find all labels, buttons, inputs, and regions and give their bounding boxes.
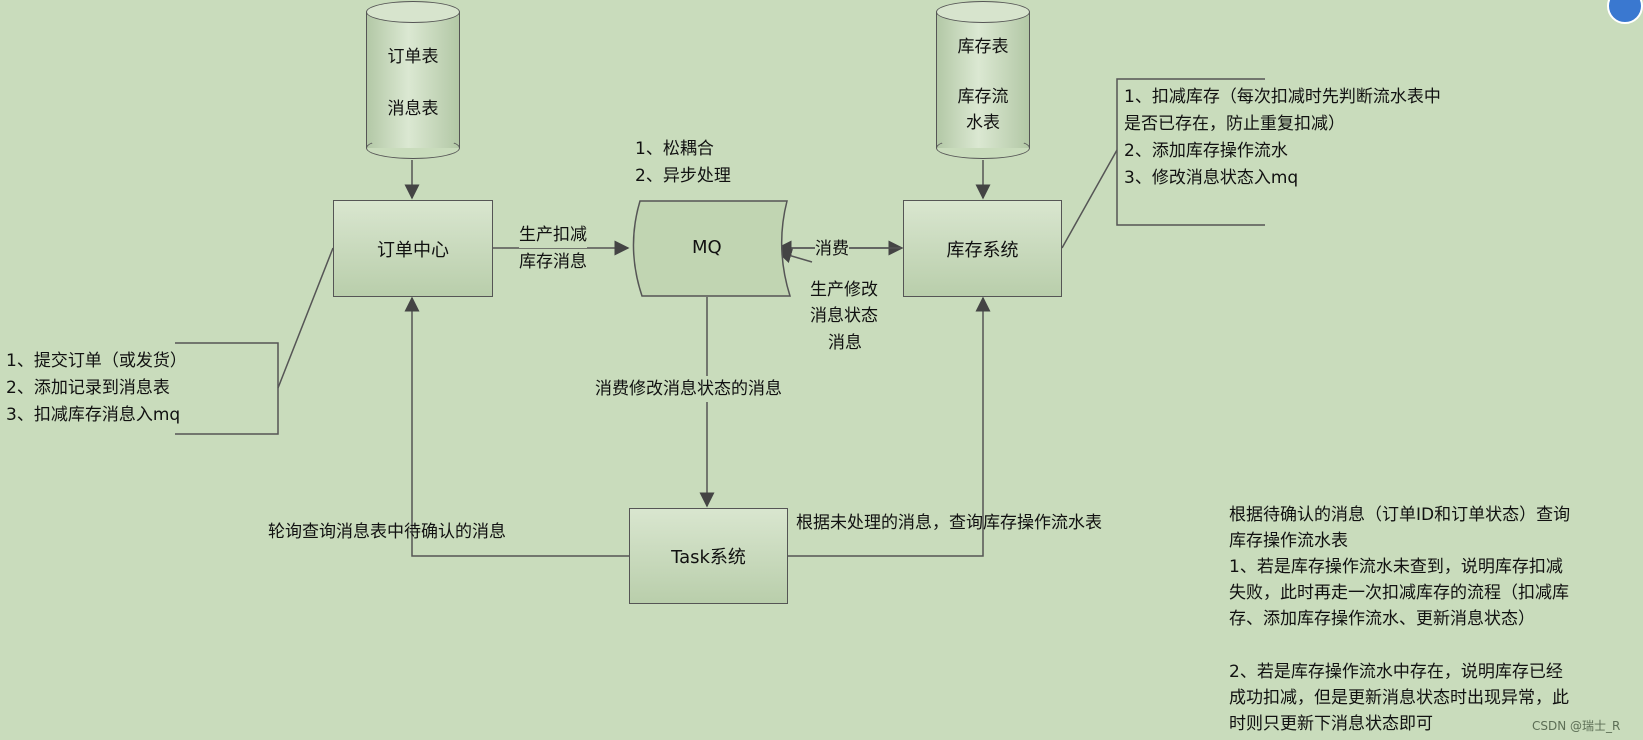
stock-step-1b: 是否已存在，防止重复扣减） — [1124, 114, 1345, 134]
message-table-label: 消息表 — [387, 99, 439, 119]
stock-step-3: 3、修改消息状态入mq — [1124, 168, 1299, 188]
edge-produce-deduct-1: 生产扣减 — [519, 222, 587, 248]
task-note-line-7: 2、若是库存操作流水中存在，说明库存已经 — [1229, 662, 1563, 682]
mq-benefit-1: 1、松耦合 — [635, 139, 714, 159]
task-note-line-4: 失败，此时再走一次扣减库存的流程（扣减库 — [1229, 583, 1569, 603]
order-step-3: 3、扣减库存消息入mq — [6, 405, 181, 425]
stock-flow-label-2: 水表 — [966, 113, 1000, 133]
stock-table-label: 库存表 — [957, 37, 1009, 57]
mq-shape — [632, 200, 792, 297]
edge-produce-status-3: 消息 — [828, 330, 862, 356]
task-note-line-9: 时则只更新下消息状态即可 — [1229, 714, 1433, 734]
mq-benefit-2: 2、异步处理 — [635, 166, 731, 186]
mq-node-label: MQ — [692, 237, 722, 258]
order-table-label: 订单表 — [387, 47, 439, 67]
task-note-line-5: 存、添加库存操作流水、更新消息状态） — [1229, 609, 1535, 629]
stock-flow-label-1: 库存流 — [957, 87, 1009, 107]
order-step-2: 2、添加记录到消息表 — [6, 378, 170, 398]
task-note-line-3: 1、若是库存操作流水未查到，说明库存扣减 — [1229, 557, 1563, 577]
edge-produce-status-1: 生产修改 — [810, 277, 878, 303]
stock-step-1: 1、扣减库存（每次扣减时先判断流水表中 — [1124, 87, 1441, 107]
task-note-line-1: 根据待确认的消息（订单ID和订单状态）查询 — [1229, 505, 1571, 525]
stock-database: 库存表 库存流 水表 — [935, 1, 1030, 159]
edge-produce-status-2: 消息状态 — [810, 303, 878, 329]
edge-query-flow: 根据未处理的消息，查询库存操作流水表 — [796, 513, 1102, 533]
order-center-node: 订单中心 — [333, 200, 493, 297]
stock-step-2: 2、添加库存操作流水 — [1124, 141, 1288, 161]
task-note-line-8: 成功扣减，但是更新消息状态时出现异常，此 — [1229, 688, 1569, 708]
task-note-line-2: 库存操作流水表 — [1229, 531, 1348, 551]
order-step-1: 1、提交订单（或发货） — [6, 351, 187, 371]
edge-consume-status: 消费修改消息状态的消息 — [595, 376, 782, 402]
watermark: CSDN @瑞士_R — [1532, 719, 1621, 733]
edge-poll: 轮询查询消息表中待确认的消息 — [268, 522, 506, 542]
order-database: 订单表 消息表 — [365, 1, 460, 159]
task-system-node: Task系统 — [629, 508, 788, 604]
stock-system-node: 库存系统 — [903, 200, 1062, 297]
edge-consume: 消费 — [815, 236, 849, 262]
edge-produce-deduct-2: 库存消息 — [519, 249, 587, 275]
